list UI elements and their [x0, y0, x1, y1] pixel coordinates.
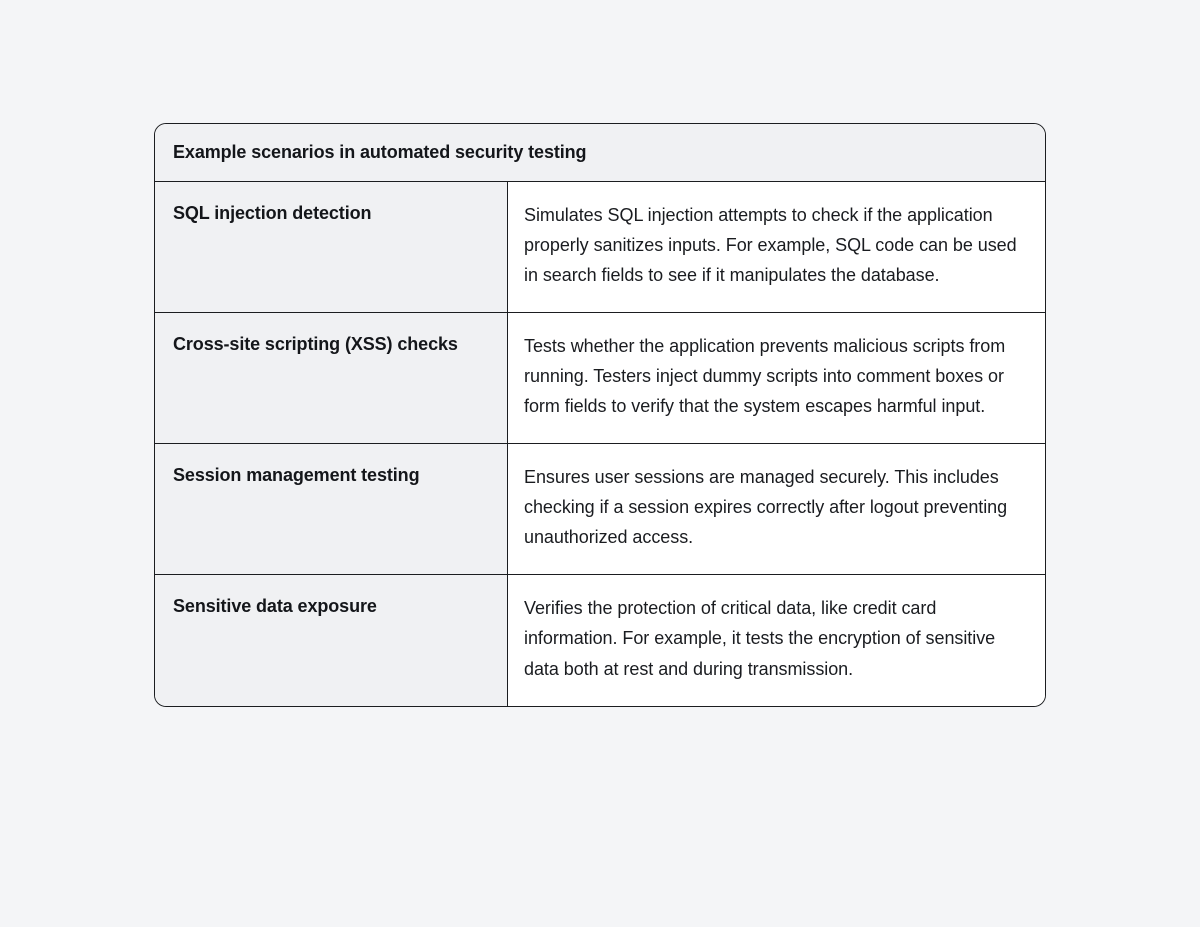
- table-row: SQL injection detection Simulates SQL in…: [155, 182, 1045, 314]
- scenario-description: Verifies the protection of critical data…: [508, 575, 1045, 706]
- scenario-label: Session management testing: [155, 444, 508, 575]
- scenario-label: Sensitive data exposure: [155, 575, 508, 706]
- scenario-description: Tests whether the application prevents m…: [508, 313, 1045, 444]
- table-row: Sensitive data exposure Verifies the pro…: [155, 575, 1045, 706]
- table-body: SQL injection detection Simulates SQL in…: [155, 182, 1045, 706]
- table-row: Cross-site scripting (XSS) checks Tests …: [155, 313, 1045, 445]
- table-header-row: Example scenarios in automated security …: [155, 124, 1045, 182]
- scenario-label: SQL injection detection: [155, 182, 508, 313]
- scenario-label: Cross-site scripting (XSS) checks: [155, 313, 508, 444]
- table-title: Example scenarios in automated security …: [173, 141, 587, 162]
- table-row: Session management testing Ensures user …: [155, 444, 1045, 576]
- scenarios-table: Example scenarios in automated security …: [154, 123, 1046, 707]
- scenario-description: Ensures user sessions are managed secure…: [508, 444, 1045, 575]
- scenario-description: Simulates SQL injection attempts to chec…: [508, 182, 1045, 313]
